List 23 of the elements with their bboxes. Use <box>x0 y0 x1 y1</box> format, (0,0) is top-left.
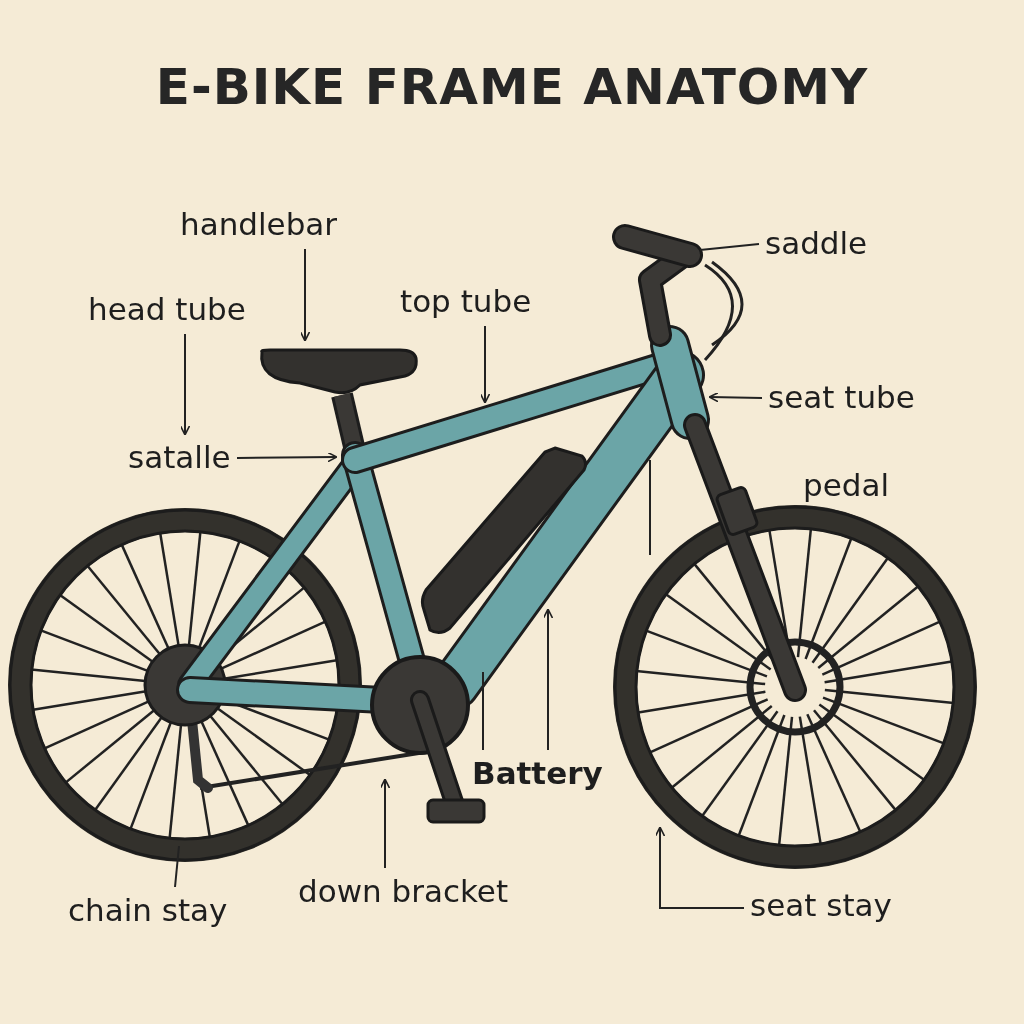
leader-arrow <box>654 826 745 909</box>
diagram-title: E-BIKE FRAME ANATOMY <box>155 58 869 116</box>
part-label: down bracket <box>298 874 509 910</box>
leader-arrow <box>236 451 338 463</box>
part-label: Battery <box>472 756 603 792</box>
part-label: saddle <box>765 226 868 262</box>
leader-arrow <box>379 778 391 869</box>
part-label: chain stay <box>68 893 228 929</box>
part-label: pedal <box>803 468 890 504</box>
leader-arrow <box>708 391 763 403</box>
part-label: satalle <box>128 440 231 476</box>
leader-line <box>174 845 180 888</box>
part-label: seat tube <box>768 380 915 416</box>
leader-line <box>482 671 484 751</box>
part-label: seat stay <box>750 888 892 924</box>
leader-arrow <box>542 608 554 751</box>
leader-arrow <box>299 248 311 342</box>
part-label: top tube <box>400 284 532 320</box>
part-label: handlebar <box>180 207 338 243</box>
leader-arrow <box>479 325 491 404</box>
leader-line <box>699 243 760 251</box>
leader-arrow <box>179 333 191 436</box>
part-label: head tube <box>88 292 246 328</box>
